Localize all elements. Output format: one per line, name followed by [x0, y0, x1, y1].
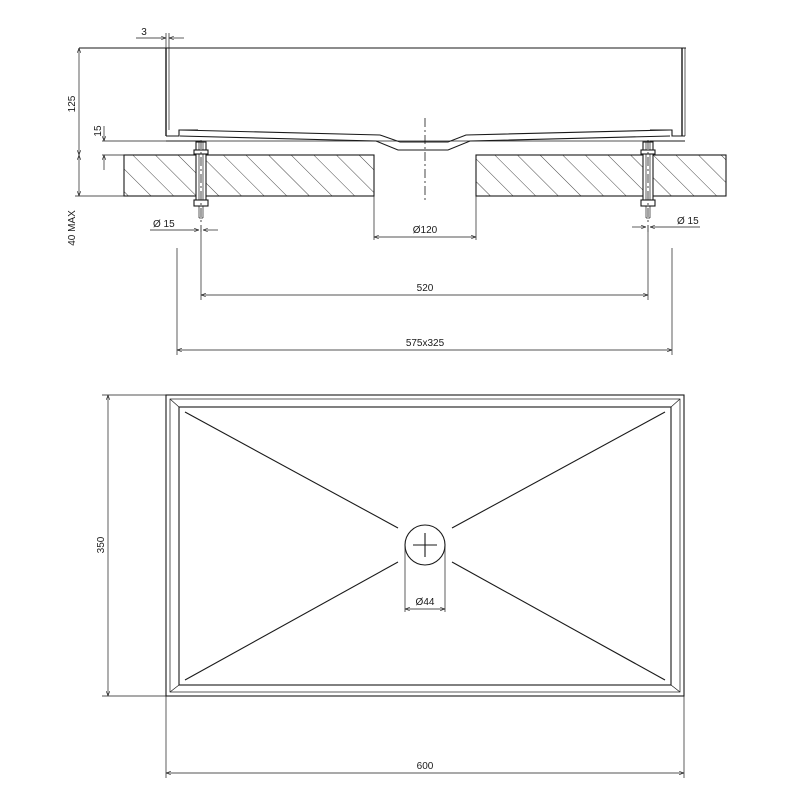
mounting-stud-right	[640, 140, 656, 232]
dim-waste-label: 44	[423, 597, 435, 608]
dim-drain-hole-symbol: Ø	[413, 225, 421, 236]
dim-depth: 350	[96, 394, 166, 697]
dim-drain-hole: Ø120	[373, 196, 477, 240]
dim-cutout-label: 575x325	[406, 338, 445, 349]
dim-rim-thickness-label: 3	[141, 27, 147, 38]
dim-counter-max: 40 MAX	[67, 155, 124, 246]
dim-rim-thickness: 3	[136, 27, 184, 48]
section-view: 125 15 40 MAX 3 Ø 1	[67, 27, 727, 355]
dim-stud-spacing-label: 520	[417, 283, 434, 294]
dim-width-label: 600	[417, 761, 434, 772]
dim-counter-max-label: 40 MAX	[67, 210, 78, 246]
mounting-stud-left	[193, 140, 209, 232]
dim-waste-symbol: Ø	[416, 597, 424, 608]
dim-stud-spacing: 520	[200, 232, 649, 300]
dim-height-total-label: 125	[67, 95, 78, 112]
dim-stud-left-symbol: Ø	[153, 219, 161, 230]
dim-drain-hole-label: 120	[421, 225, 438, 236]
svg-text:Ø 15: Ø 15	[677, 216, 699, 227]
countertop-right	[475, 154, 727, 197]
svg-text:Ø120: Ø120	[413, 225, 438, 236]
countertop-section	[123, 154, 727, 197]
dim-top-gap: 15	[93, 125, 166, 170]
dim-stud-left-label: 15	[161, 219, 175, 230]
dim-stud-right: Ø 15	[632, 216, 700, 227]
basin-bowl	[178, 406, 672, 686]
dim-stud-right-label: 15	[685, 216, 699, 227]
countertop-left	[123, 154, 375, 197]
dim-cutout: 575x325	[176, 248, 673, 355]
dim-width: 600	[165, 696, 685, 778]
dim-stud-left: Ø 15	[150, 219, 218, 230]
dim-top-gap-label: 15	[93, 125, 104, 137]
dim-stud-right-symbol: Ø	[677, 216, 685, 227]
svg-text:Ø 15: Ø 15	[153, 219, 175, 230]
waste-outlet: Ø44	[404, 524, 446, 612]
basin-outline	[165, 394, 685, 697]
plan-view: Ø44 350 600	[96, 394, 685, 778]
svg-text:Ø44: Ø44	[416, 597, 435, 608]
slope-lines	[184, 411, 666, 681]
dim-height-total: 125	[67, 48, 79, 155]
basin-section	[79, 47, 686, 200]
dim-depth-label: 350	[96, 536, 107, 553]
